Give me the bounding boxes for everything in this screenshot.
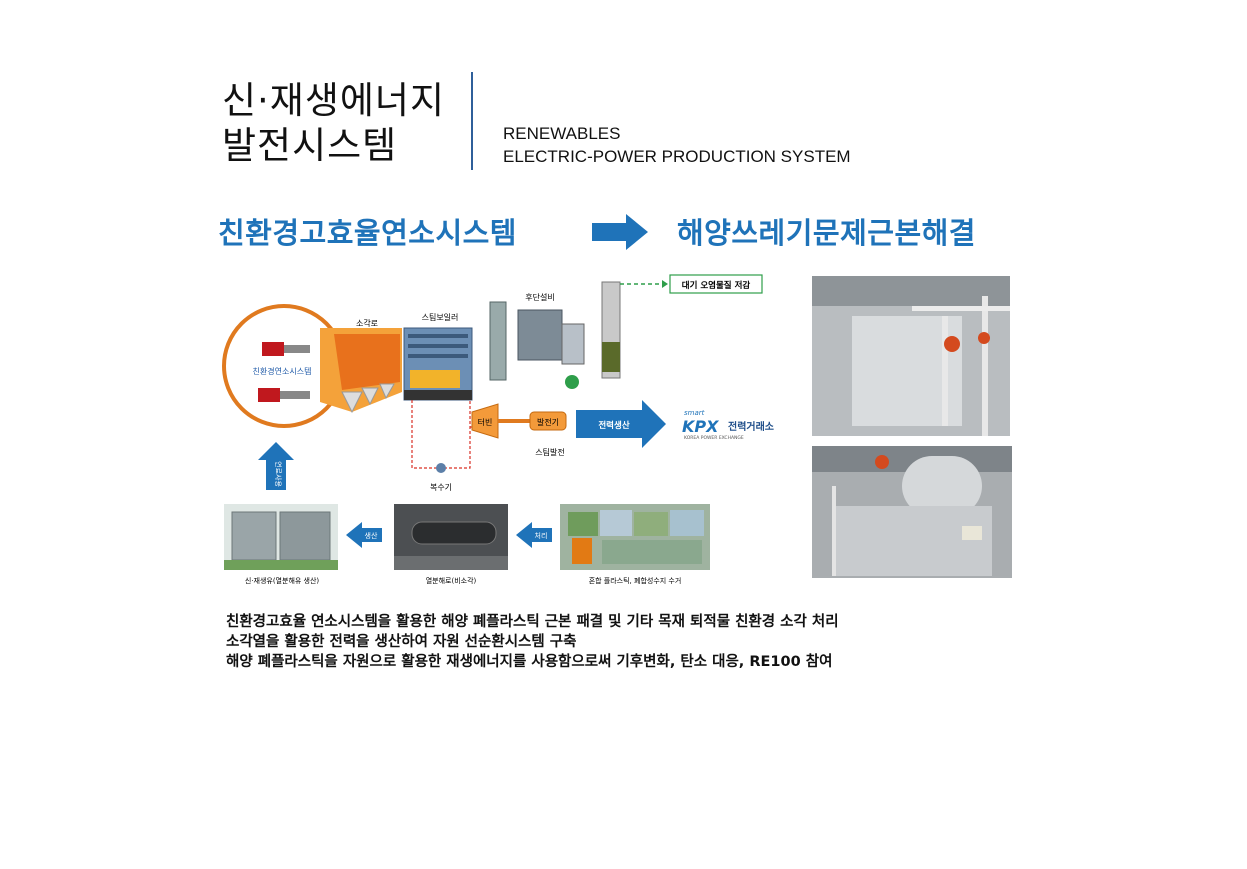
title-line-1: 신·재생에너지 (222, 79, 446, 122)
pyrolysis-image (394, 504, 508, 570)
headline-right: 해양쓰레기문제근본해결 (677, 216, 976, 250)
kpx-name: 전력거래소 (728, 420, 774, 433)
incinerator-label: 소각로 (356, 318, 378, 328)
plastics-caption: 혼합 플라스틱, 폐합성수지 수거 (589, 576, 682, 585)
air-pollution-box (669, 274, 763, 294)
headline-left: 친환경고효율연소시스템 (218, 216, 517, 250)
kpx-logo: smart KPX 전력거래소 KOREA POWER EXCHANGE (682, 409, 774, 441)
plastics-image (560, 504, 710, 570)
title-divider (471, 72, 473, 170)
turbine (471, 403, 499, 439)
english-title: RENEWABLES ELECTRIC-POWER PRODUCTION SYS… (503, 122, 851, 168)
generator (529, 411, 567, 431)
process-label: 처리 (535, 531, 548, 540)
power-production-arrow (576, 400, 666, 448)
process-arrow (516, 522, 552, 548)
incinerator-photo-bottom (812, 446, 1012, 578)
process-diagram: 친환경연소시스템 소각로 스팀보일러 후단설비 대기 오염물질 저감 복수기 터 (222, 274, 774, 585)
oil-tanks-caption: 신·재생유(열분해유 생산) (245, 576, 320, 585)
fuel-use-label: 연료사용 (274, 461, 283, 487)
turbine-label: 터빈 (478, 418, 493, 427)
description-line-1: 친환경고효율 연소시스템을 활용한 해양 폐플라스틱 근본 패결 및 기타 목재… (226, 614, 839, 630)
air-pollution-label: 대기 오염물질 저감 (682, 280, 751, 291)
condenser-label: 복수기 (430, 483, 452, 492)
generator-label: 발전기 (537, 417, 559, 427)
description: 친환경고효율 연소시스템을 활용한 해양 폐플라스틱 근본 패결 및 기타 목재… (226, 612, 839, 672)
power-production-label: 전력생산 (598, 420, 629, 431)
steam-boiler (403, 327, 473, 401)
fuel-use-arrow (258, 442, 294, 490)
page-title: 신·재생에너지 발전시스템 (222, 78, 445, 168)
oil-tanks-image (224, 504, 338, 570)
pyrolysis-caption: 열분해로(비소각) (426, 576, 477, 585)
english-title-line-1: RENEWABLES (503, 124, 621, 143)
english-title-line-2: ELECTRIC-POWER PRODUCTION SYSTEM (503, 147, 851, 166)
produce-arrow (346, 522, 382, 548)
post-treatment-label: 후단설비 (525, 292, 554, 302)
kpx-smart: smart (684, 409, 705, 417)
kpx-english: KOREA POWER EXCHANGE (684, 435, 744, 441)
kpx-logo-text: KPX (682, 417, 719, 436)
incinerator-photo-top (812, 276, 1010, 436)
description-line-3: 해양 폐플라스틱을 자원으로 활용한 재생에너지를 사용함으로써 기후변화, 탄… (226, 654, 833, 670)
incinerator (320, 328, 402, 414)
produce-label: 생산 (365, 531, 378, 540)
right-arrow-icon (592, 214, 648, 250)
combustion-system-label: 친환경연소시스템 (253, 366, 312, 376)
post-treatment-equipment (489, 281, 621, 389)
description-line-2: 소각열을 활용한 전력을 생산하여 자원 선순환시스템 구축 (226, 634, 577, 650)
title-line-2: 발전시스템 (222, 124, 398, 167)
steam-generation-label: 스팀발전 (535, 447, 564, 457)
steam-boiler-label: 스팀보일러 (422, 312, 459, 322)
